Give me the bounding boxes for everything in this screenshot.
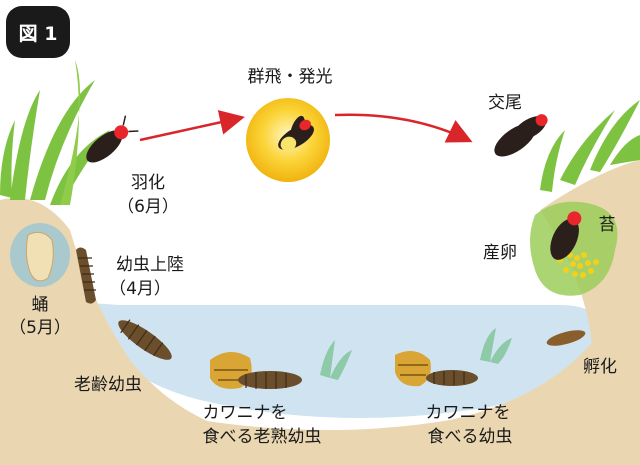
svg-text:図 1: 図 1 xyxy=(19,23,58,45)
mating-label: 交尾 xyxy=(488,93,522,113)
mature-larva-label-line1: カワニナを xyxy=(203,403,288,423)
larva-eating-label-line1: カワニナを xyxy=(426,403,511,423)
moss-label: 苔 xyxy=(599,215,616,235)
flying-label: 群飛・発光 xyxy=(248,67,333,87)
mature-larva-label-line2: 食べる老熟幼虫 xyxy=(203,426,322,447)
eclosion-firefly-icon xyxy=(81,116,138,169)
pupa-label-line2: （5月） xyxy=(9,318,71,338)
figure-badge: 図 1 xyxy=(6,6,70,58)
larva-eating-label-line2: 食べる幼虫 xyxy=(428,427,513,447)
eclosion-label-line2: （6月） xyxy=(117,197,179,217)
hatching-label: 孵化 xyxy=(583,357,617,377)
old-larva-label: 老齢幼虫 xyxy=(74,375,142,395)
larva-landing-label-line1: 幼虫上陸 xyxy=(116,255,184,275)
pupa-icon xyxy=(10,223,70,287)
pupa-label-line1: 蛹 xyxy=(32,295,49,315)
arrow-flight-to-mating xyxy=(335,115,468,140)
mating-fireflies-icon xyxy=(489,110,552,163)
eclosion-label-line1: 羽化 xyxy=(131,173,165,193)
larva-landing-label-line2: （4月） xyxy=(109,279,171,299)
egg-laying-label: 産卵 xyxy=(483,243,517,263)
grass-left xyxy=(0,60,110,205)
arrow-eclosion-to-flight xyxy=(140,118,240,140)
